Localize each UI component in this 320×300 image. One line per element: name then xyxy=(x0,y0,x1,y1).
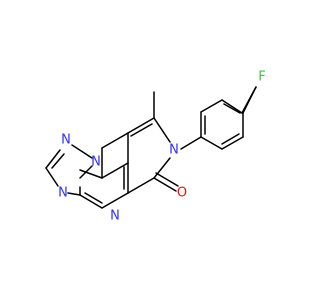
atom-nitrogen-triazole-bottom: N xyxy=(58,186,68,201)
bond xyxy=(67,192,81,196)
bond xyxy=(221,99,243,114)
bond xyxy=(45,167,59,187)
bond xyxy=(127,177,155,194)
bond xyxy=(200,136,223,150)
pyrimidine-ring xyxy=(79,162,129,209)
bond xyxy=(153,177,177,192)
bond xyxy=(200,99,223,113)
molecule-structure-diagram: F N O N N N N xyxy=(45,70,266,224)
atom-nitrogen-pyridone: N xyxy=(169,143,179,158)
bond xyxy=(153,117,171,143)
atom-nitrogen-pyrimidine: N xyxy=(110,209,120,224)
bond xyxy=(71,144,93,159)
bond xyxy=(101,162,129,179)
fluorophenyl-ring xyxy=(200,86,257,150)
bond xyxy=(45,149,61,169)
bond xyxy=(155,172,179,187)
pyridone-ring xyxy=(127,91,202,194)
atom-nitrogen-bridge: N xyxy=(91,155,101,170)
atom-nitrogen-triazole-top: N xyxy=(61,133,71,148)
bond xyxy=(130,123,153,137)
triazole-ring xyxy=(45,132,129,196)
atom-oxygen-carbonyl: O xyxy=(177,186,187,201)
bond xyxy=(242,86,257,114)
bond xyxy=(223,103,241,114)
atom-labels: F N O N N N N xyxy=(58,70,266,224)
bond xyxy=(101,192,129,209)
bond xyxy=(127,117,155,134)
bond xyxy=(221,133,240,145)
bond xyxy=(153,157,171,179)
bond xyxy=(221,136,244,150)
bond xyxy=(79,165,93,179)
bond xyxy=(79,194,103,209)
bond xyxy=(180,136,202,150)
bond xyxy=(51,153,65,169)
bond xyxy=(101,132,129,149)
atom-fluorine: F xyxy=(258,70,265,85)
bond xyxy=(79,169,103,179)
bond xyxy=(84,192,103,204)
